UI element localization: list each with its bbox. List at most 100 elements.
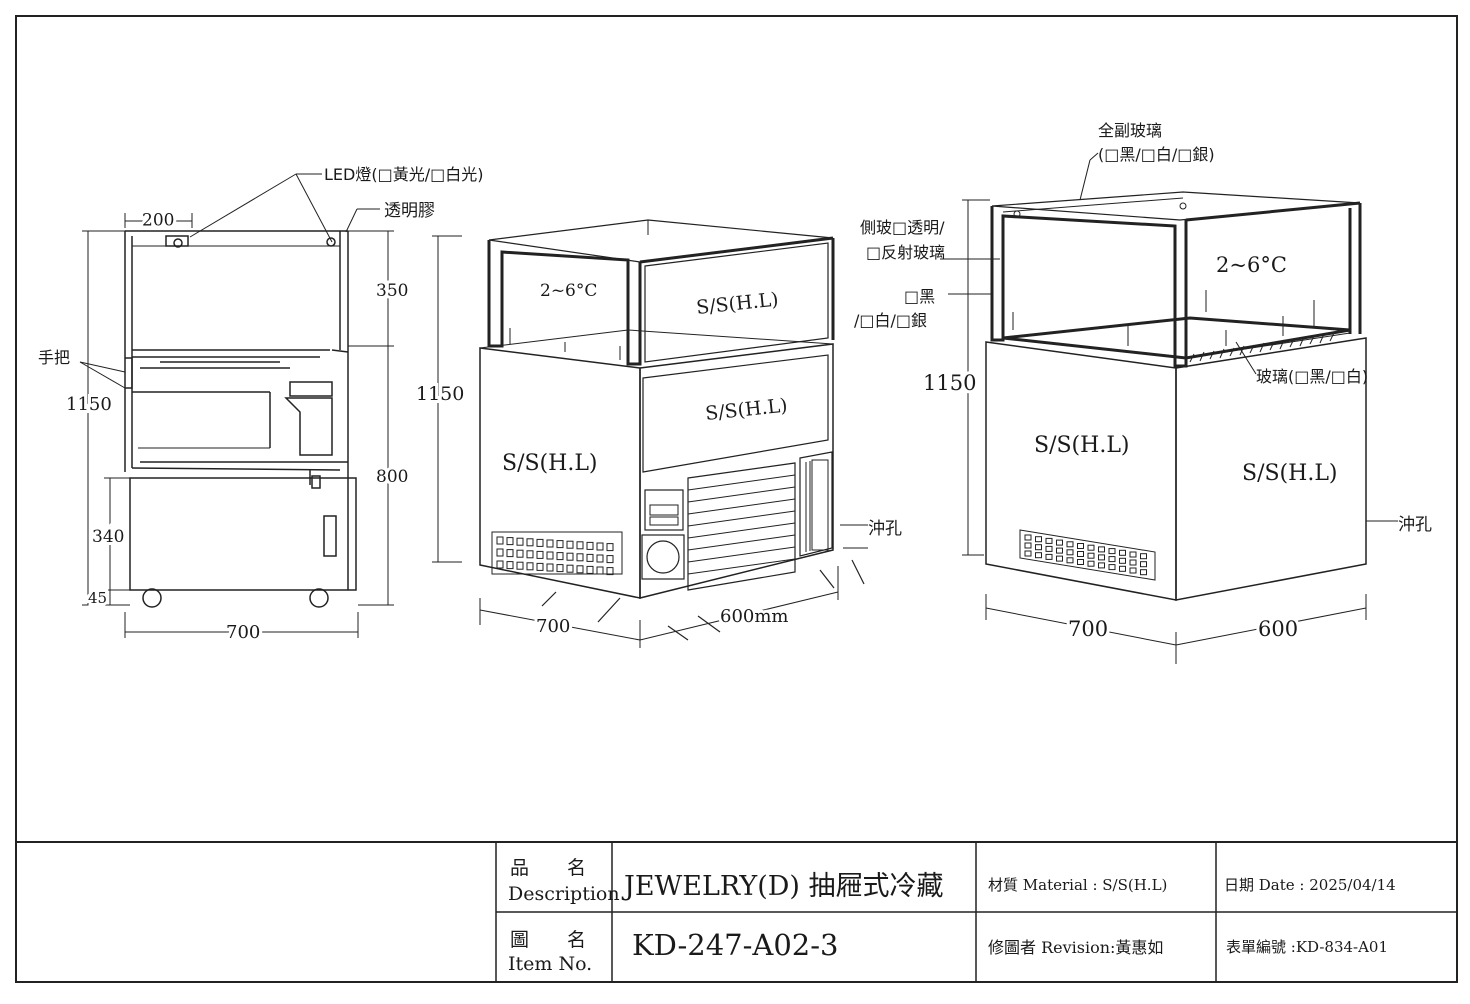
vent-hole — [1098, 562, 1105, 569]
vent-hole — [1129, 551, 1137, 558]
glass-color-label: 玻璃(□黑/□白) — [1256, 367, 1368, 386]
vent-hole — [556, 540, 564, 549]
vent-hole — [1140, 569, 1147, 576]
vent-hole — [1056, 547, 1063, 554]
description-label-en: Description — [508, 883, 620, 905]
vent-hole — [1024, 534, 1032, 541]
vent-hole — [536, 550, 544, 559]
side-dim-base: 340 — [92, 527, 124, 547]
vent-hole — [1087, 560, 1095, 567]
vent-hole — [566, 552, 574, 561]
description-value: JEWELRY(D) 抽屜式冷藏 — [624, 871, 944, 902]
back-iso-view — [940, 152, 1398, 664]
vent-hole — [1077, 559, 1084, 565]
vent-hole — [506, 537, 514, 546]
item-label-en: Item No. — [508, 953, 593, 975]
vent-hole — [1066, 549, 1074, 556]
vent-hole — [496, 548, 504, 557]
side-dim-top-depth: 200 — [142, 211, 174, 231]
front-iso-view — [432, 219, 868, 648]
vent-hole — [1129, 567, 1137, 574]
vent-hole — [536, 538, 544, 547]
side-dim-height: 1150 — [66, 394, 112, 415]
vent-hole — [606, 567, 614, 576]
vent-hole — [1087, 552, 1095, 559]
vent-hole — [1119, 557, 1126, 564]
vent-hole — [546, 551, 554, 560]
front-iso-labels: 2~6°C S/S(H.L) S/S(H.L) S/S(H.L) 1150 70… — [413, 281, 902, 640]
title-block-grid — [495, 842, 1457, 982]
vent-hole — [506, 549, 514, 558]
form-number-field: 表單編號 :KD-834-A01 — [1226, 938, 1389, 956]
vent-hole — [1077, 543, 1084, 549]
vent-hole — [1119, 565, 1126, 572]
vent-hole — [1066, 541, 1074, 548]
side-dim-caster: 45 — [88, 589, 107, 607]
vent-hole — [586, 565, 594, 574]
vent-hole — [516, 549, 524, 558]
back-dim-depth: 600 — [1258, 617, 1298, 641]
vent-hole — [546, 563, 554, 572]
side-dim-upper: 350 — [376, 281, 408, 301]
back-panel-left: S/S(H.L) — [1034, 433, 1130, 458]
front-dim-height: 1150 — [416, 383, 464, 405]
item-label-cn: 圖 名 — [510, 929, 587, 951]
vent-hole — [1056, 555, 1063, 562]
frame-color-label-2: /□白/□銀 — [854, 311, 927, 330]
vent-hole — [516, 537, 524, 546]
material-field: 材質 Material : S/S(H.L) — [988, 876, 1168, 894]
vent-hole — [1045, 537, 1053, 544]
vent-hole — [1077, 551, 1084, 557]
vent-hole — [576, 553, 584, 562]
vent-hole — [1108, 564, 1116, 571]
front-temp-label: 2~6°C — [540, 281, 597, 301]
vent-hole — [1087, 544, 1095, 551]
vent-hole — [526, 562, 534, 571]
vent-hole — [506, 561, 514, 570]
led-label: LED燈(□黃光/□白光) — [324, 165, 483, 184]
front-panel-drawer: S/S(H.L) — [704, 394, 788, 425]
item-number-value: KD-247-A02-3 — [632, 928, 839, 962]
vent-hole — [1098, 554, 1105, 561]
back-panel-right: S/S(H.L) — [1242, 461, 1338, 486]
back-iso-vent-grid — [1019, 529, 1156, 581]
vent-hole — [1108, 548, 1116, 555]
vent-hole — [606, 543, 614, 552]
vent-hole — [556, 564, 564, 573]
vent-hole — [1140, 553, 1147, 560]
vent-hole — [1045, 553, 1053, 560]
vent-hole — [1024, 542, 1032, 549]
vent-hole — [526, 538, 534, 547]
vent-hole — [1066, 557, 1074, 564]
vent-hole — [566, 540, 574, 549]
date-field: 日期 Date : 2025/04/14 — [1224, 876, 1396, 894]
top-glass-label: 全副玻璃 — [1098, 121, 1162, 140]
side-view — [79, 173, 394, 638]
front-dim-width: 700 — [536, 616, 570, 637]
vent-hole — [1045, 545, 1053, 552]
vent-hole — [546, 539, 554, 548]
vent-hole — [576, 565, 584, 574]
back-dim-height: 1150 — [923, 371, 976, 395]
front-panel-side: S/S(H.L) — [502, 451, 598, 476]
vent-hole — [1098, 546, 1105, 553]
vent-hole — [1035, 552, 1042, 559]
vent-hole — [516, 561, 524, 570]
vent-hole — [566, 564, 574, 573]
vent-hole — [556, 552, 564, 561]
vent-hole — [1035, 536, 1042, 543]
vent-hole — [536, 562, 544, 571]
front-vent-label: 沖孔 — [868, 519, 902, 539]
side-dim-width: 700 — [226, 622, 260, 643]
side-glass-label-2: □反射玻璃 — [866, 243, 945, 262]
top-glass-options: (□黑/□白/□銀) — [1098, 145, 1215, 164]
vent-hole — [526, 550, 534, 559]
front-iso-vent-grid — [491, 459, 829, 576]
description-label-cn: 品 名 — [510, 857, 587, 879]
side-glass-label-1: 側玻□透明/ — [860, 218, 945, 237]
vent-hole — [606, 555, 614, 564]
vent-hole — [596, 542, 604, 551]
revision-field: 修圖者 Revision:黃惠如 — [988, 938, 1164, 957]
